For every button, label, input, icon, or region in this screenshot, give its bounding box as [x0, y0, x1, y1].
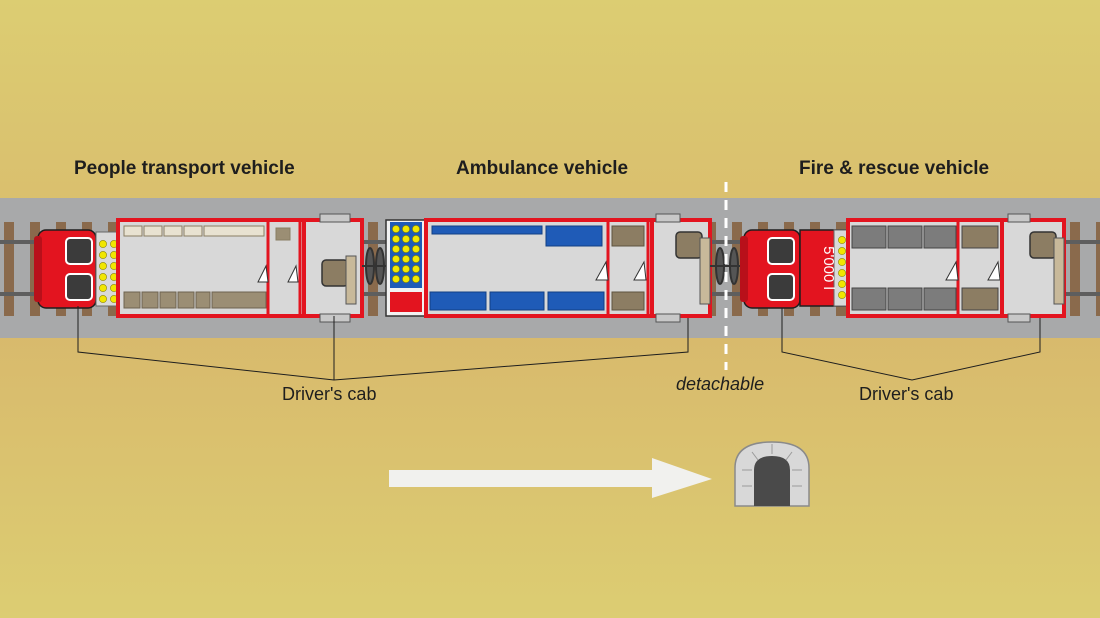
seat-dot — [838, 269, 846, 277]
seat-dot — [99, 273, 107, 281]
seat-dot — [402, 275, 410, 283]
front-cab-fire — [740, 229, 801, 309]
seat-dot — [402, 235, 410, 243]
title-people-transport: People transport vehicle — [74, 158, 295, 179]
drivers-cab-people — [302, 213, 364, 323]
drivers-cab-label-left: Driver's cab — [282, 384, 377, 404]
seat-dot — [99, 295, 107, 303]
seat-dot — [99, 262, 107, 270]
seat-dot — [412, 275, 420, 283]
seat-dot — [392, 255, 400, 263]
seat-dot — [392, 235, 400, 243]
title-ambulance: Ambulance vehicle — [456, 158, 629, 179]
partitions-ambulance — [606, 222, 650, 314]
direction-arrow — [389, 458, 712, 498]
coupling-2 — [710, 247, 730, 285]
tank-capacity-label: 5'000 l — [820, 246, 837, 290]
coupling-1 — [362, 247, 388, 285]
seat-dot — [412, 245, 420, 253]
ambulance-vehicle — [385, 213, 730, 323]
seat-dot — [402, 255, 410, 263]
seat-dot — [392, 225, 400, 233]
front-cab-people — [34, 229, 123, 309]
equipment-racks — [851, 225, 999, 311]
detachable-label: detachable — [676, 374, 765, 394]
sleeper — [4, 222, 14, 316]
seat-dots-people — [99, 240, 118, 303]
seat-dot — [412, 225, 420, 233]
bench-seats-bottom — [123, 291, 267, 309]
seat-dot — [412, 255, 420, 263]
tunnel-icon — [734, 441, 810, 507]
title-fire-rescue: Fire & rescue vehicle — [799, 158, 990, 179]
seat-dot — [392, 245, 400, 253]
seat-dot — [838, 247, 846, 255]
seat-dot — [402, 225, 410, 233]
fire-rescue-vehicle — [729, 213, 1066, 323]
seat-dot — [838, 258, 846, 266]
seat-dot — [392, 275, 400, 283]
seat-dot — [392, 265, 400, 273]
sleeper — [1096, 222, 1100, 316]
seat-dot — [99, 251, 107, 259]
drivers-cab-ambulance — [650, 213, 712, 323]
leader-lines — [77, 306, 1041, 381]
seat-dot — [402, 245, 410, 253]
seat-dot — [99, 284, 107, 292]
seat-dots-ambulance — [392, 225, 420, 283]
seat-dot — [402, 265, 410, 273]
seat-dot — [838, 280, 846, 288]
partitions-people — [266, 222, 302, 314]
seat-dot — [412, 235, 420, 243]
seat-dot — [838, 291, 846, 299]
people-transport-vehicle — [34, 213, 388, 323]
seat-dot — [838, 236, 846, 244]
bench-seats-top — [123, 225, 291, 241]
sleeper — [1070, 222, 1080, 316]
stretchers — [429, 225, 605, 311]
seat-dots-fire — [838, 236, 846, 299]
drivers-cab-label-right: Driver's cab — [859, 384, 954, 404]
seat-dot — [412, 265, 420, 273]
drivers-cab-fire — [1000, 213, 1066, 323]
seat-dot — [99, 240, 107, 248]
